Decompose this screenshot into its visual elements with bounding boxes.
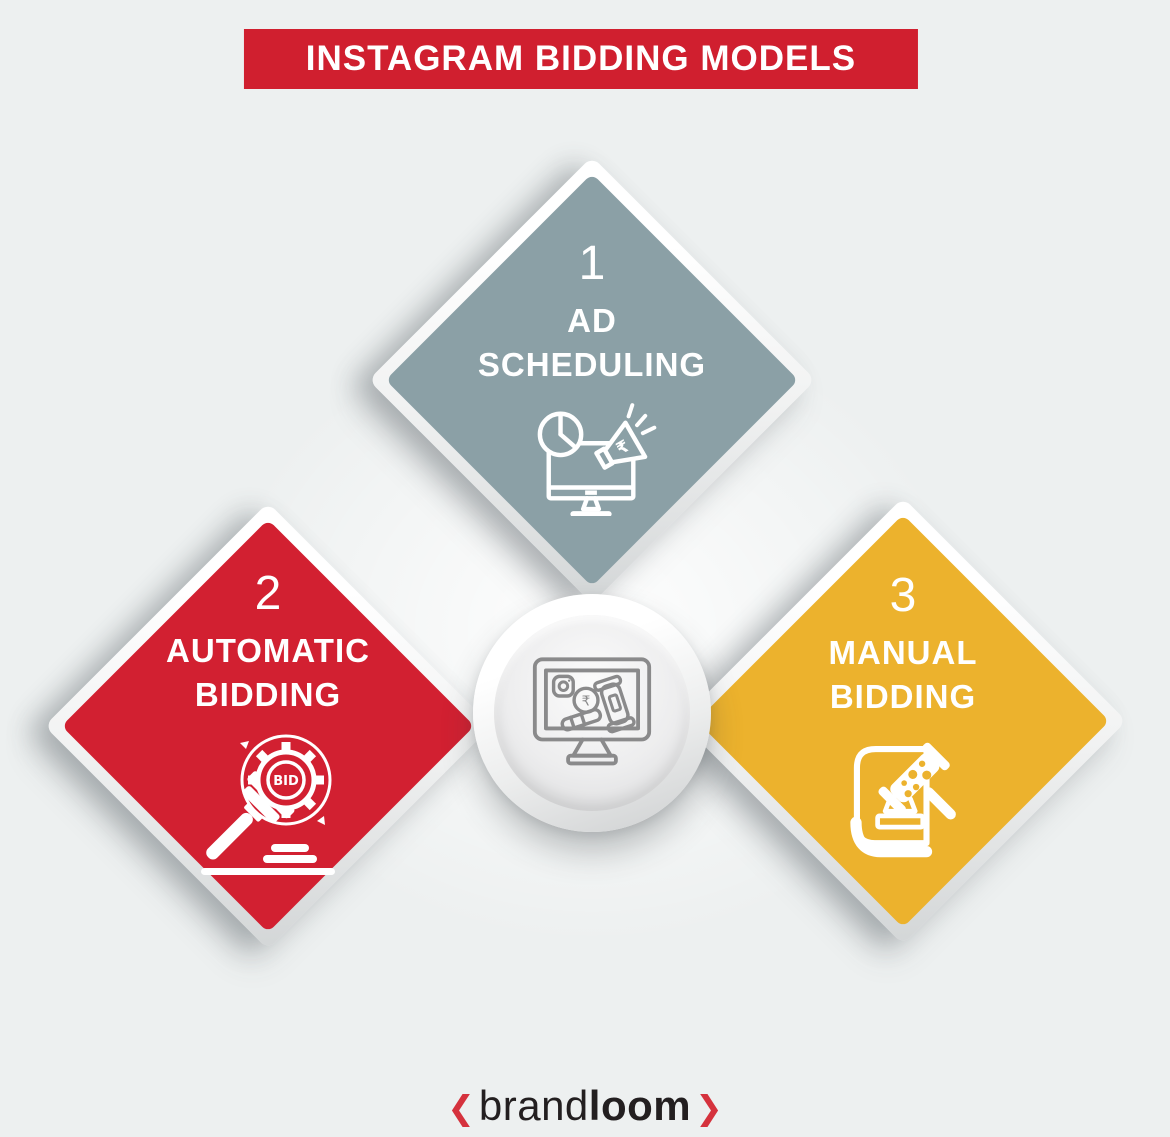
step-number: 1 (578, 236, 606, 290)
step-label: AD SCHEDULING (478, 299, 706, 386)
brand-text: brandloom (479, 1082, 691, 1130)
step-label-line2: SCHEDULING (477, 345, 707, 383)
diamond-content: 2 AUTOMATIC BIDDING (88, 516, 448, 936)
diamond-content: 3 MANUAL BIDDING (723, 511, 1083, 931)
brand-logo: ❮ brandloom ❯ (447, 1082, 723, 1130)
title-banner: INSTAGRAM BIDDING MODELS (243, 29, 918, 89)
step-label-line2: BIDDING (829, 677, 977, 715)
page-title: INSTAGRAM BIDDING MODELS (305, 39, 857, 78)
right-bracket-icon: ❯ (695, 1087, 723, 1127)
center-circle-inner: ₹ (494, 615, 690, 811)
brand-text-bold: loom (588, 1082, 692, 1129)
step-label-line1: AUTOMATIC (166, 632, 370, 670)
step-label-line1: MANUAL (828, 634, 978, 672)
gear-bid-text: BID (273, 774, 299, 789)
step-label-line2: BIDDING (194, 675, 342, 713)
diamond-content: 1 AD SCHEDULING (412, 170, 772, 590)
gavel-gear-bid-icon: BID (193, 728, 343, 883)
step-label: AUTOMATIC BIDDING (166, 629, 370, 716)
step-number: 3 (889, 568, 917, 622)
brand-text-regular: brand (478, 1082, 589, 1129)
left-bracket-icon: ❮ (447, 1087, 475, 1127)
step-label: MANUAL BIDDING (829, 631, 978, 718)
monitor-instagram-rupee-gavel-icon: ₹ (528, 654, 656, 772)
rupee-symbol: ₹ (582, 693, 591, 709)
step-number: 2 (254, 566, 282, 620)
center-circle: ₹ (473, 594, 711, 832)
step-label-line1: AD (567, 302, 617, 340)
monitor-pie-megaphone-icon: ₹ (526, 398, 658, 521)
book-gavel-icon (840, 730, 966, 871)
